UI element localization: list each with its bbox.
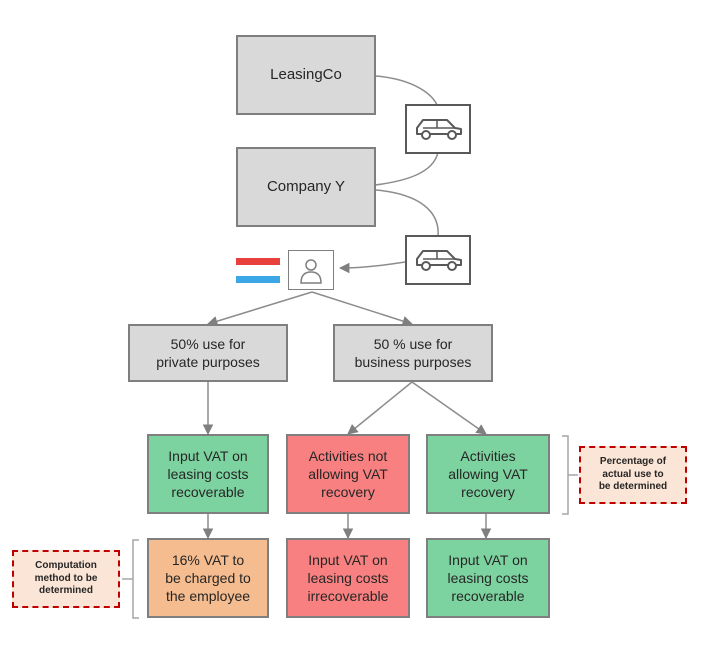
car-icon (416, 119, 462, 140)
private-use-label: 50% use for private purposes (156, 335, 260, 370)
not-allowing-label: Activities not allowing VAT recovery (308, 447, 388, 501)
bracket-left (122, 539, 139, 619)
employee-charge-label: 16% VAT to be charged to the employee (165, 551, 251, 605)
percentage-note-text: Percentage of actual use to be determine… (598, 456, 668, 493)
recoverable-label: Input VAT on leasing costs recoverable (447, 551, 529, 605)
allowing-box: Activities allowing VAT recovery (426, 434, 550, 514)
bracket-right (562, 435, 578, 515)
netherlands-flag-icon (236, 258, 280, 284)
business-use-box: 50 % use for business purposes (333, 324, 493, 382)
employee-charge-box: 16% VAT to be charged to the employee (147, 538, 269, 618)
split-right (311, 291, 414, 327)
lease-curve-3 (375, 189, 439, 237)
company-y-box: Company Y (236, 147, 376, 227)
flag-white-stripe (236, 267, 280, 274)
car-icon-box-1 (405, 104, 471, 154)
car-icon (416, 250, 462, 271)
flag-blue-stripe (236, 276, 280, 283)
not-allowing-box: Activities not allowing VAT recovery (286, 434, 410, 514)
leasingco-label: LeasingCo (270, 66, 342, 84)
employee-box (288, 250, 334, 290)
lease-curve-4 (338, 261, 406, 274)
business-left (347, 381, 413, 435)
person-icon (300, 259, 322, 284)
company-y-label: Company Y (266, 178, 346, 196)
car-icon-box-2 (405, 235, 471, 285)
computation-note-text: Computation method to be determined (34, 560, 98, 597)
private-vat-label: Input VAT on leasing costs recoverable (167, 447, 249, 501)
allowing-label: Activities allowing VAT recovery (448, 447, 528, 501)
private-vat-box: Input VAT on leasing costs recoverable (147, 434, 269, 514)
private-use-box: 50% use for private purposes (128, 324, 288, 382)
lease-curve-2 (364, 151, 439, 191)
irrecoverable-label: Input VAT on leasing costs irrecoverable (307, 551, 389, 605)
recoverable-box: Input VAT on leasing costs recoverable (426, 538, 550, 618)
leasingco-box: LeasingCo (236, 35, 376, 115)
flag-red-stripe (236, 258, 280, 265)
split-left (206, 291, 313, 327)
irrecoverable-box: Input VAT on leasing costs irrecoverable (286, 538, 410, 618)
computation-note: Computation method to be determined (12, 550, 120, 608)
percentage-note: Percentage of actual use to be determine… (579, 446, 687, 504)
business-use-label: 50 % use for business purposes (354, 335, 472, 370)
business-right (411, 381, 487, 435)
